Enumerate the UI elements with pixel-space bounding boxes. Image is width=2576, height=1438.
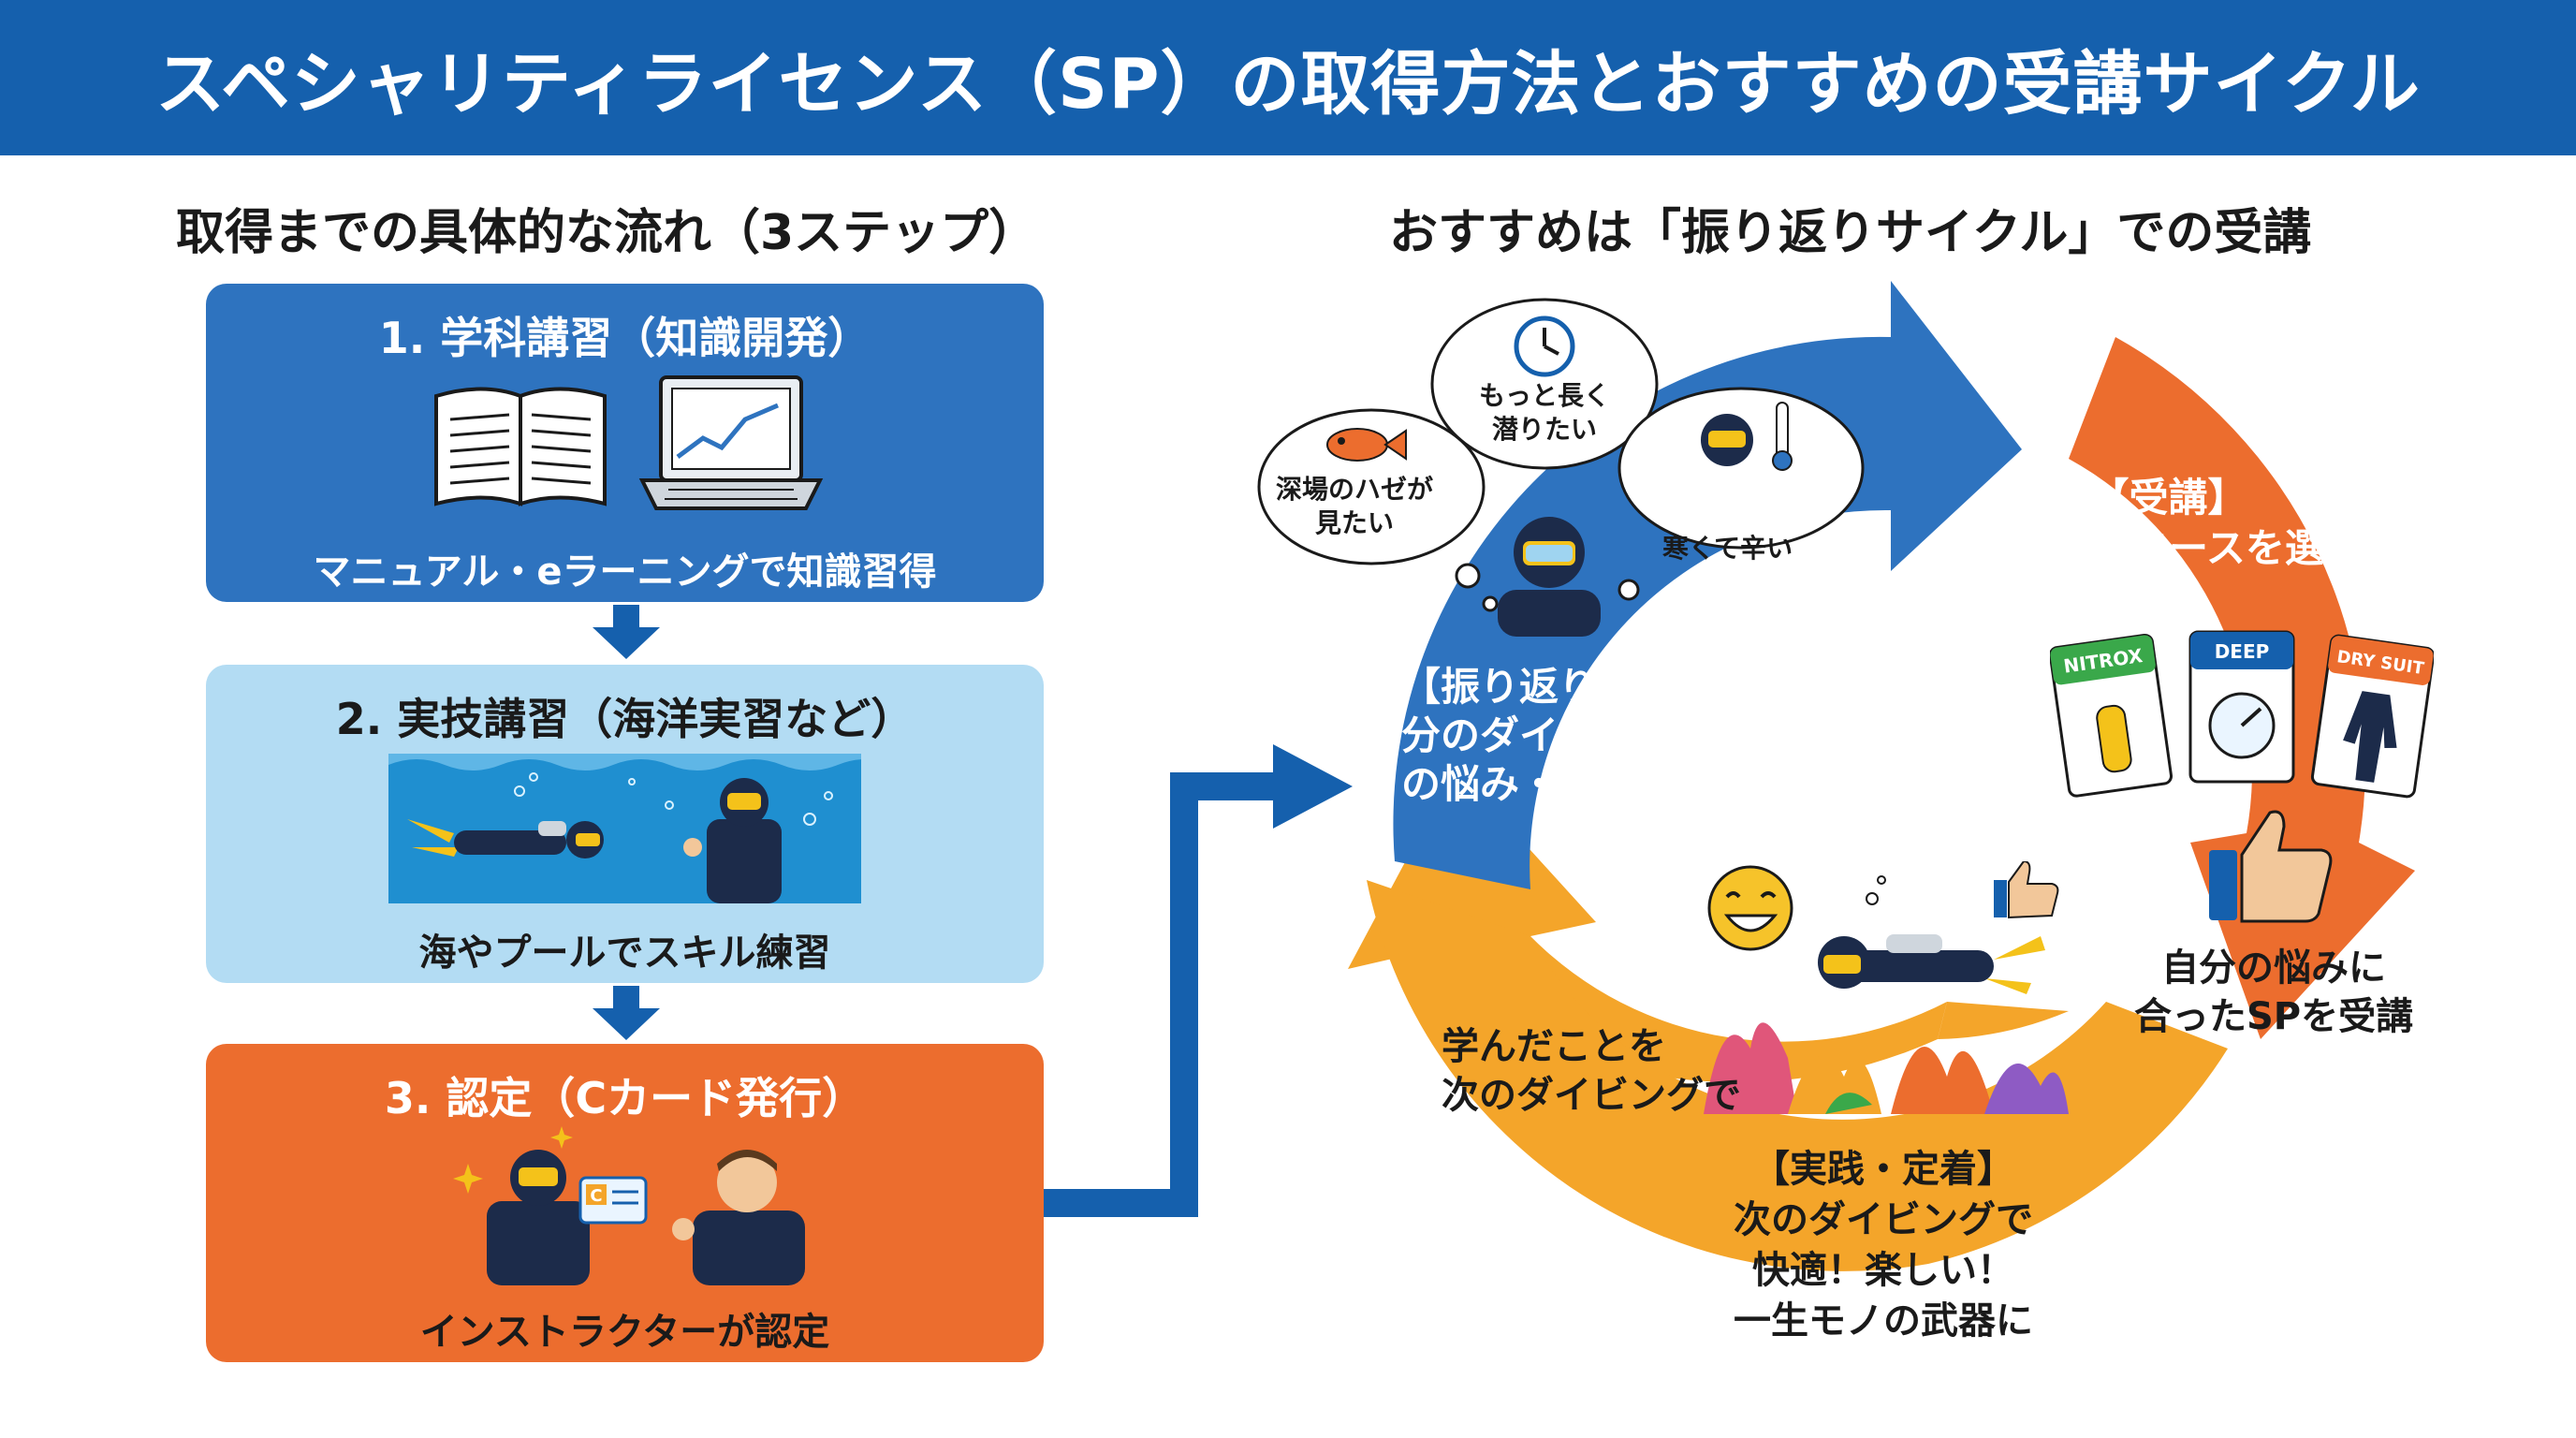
swimming-diver-icon (1818, 875, 2045, 994)
down-arrow-2 (593, 986, 660, 1040)
step-3-title: 3. 認定（Cカード発行） (384, 1073, 866, 1123)
page-title: スペシャリティライセンス（SP）の取得方法とおすすめの受講サイクル (155, 43, 2421, 125)
left-section-title: 取得までの具体的な流れ（3ステップ） (176, 205, 1038, 261)
practice-scene (1704, 861, 2069, 1114)
certification-scene-icon: C (453, 1126, 805, 1285)
step-3-caption: インストラクターが認定 (419, 1311, 830, 1354)
book-laptop-icon (434, 375, 824, 510)
svg-text:DEEP: DEEP (2215, 640, 2270, 663)
right-section-title: おすすめは「振り返りサイクル」での受講 (1389, 205, 2312, 261)
connector-arrow (1044, 744, 1353, 1217)
coral-reef-icon (1704, 1022, 2069, 1114)
thought-bubbles (1257, 298, 1865, 637)
step-2-box: 2. 実技講習（海洋実習など） 海やプールでスキル練習 (206, 665, 1044, 983)
id-card-letter: C (590, 1186, 602, 1206)
fish-icon (1326, 428, 1407, 462)
reflect-label: 【振り返り】 自分のダイビング の悩み・願望 (1362, 664, 1677, 807)
attend-title: 【受講】 必要なSPコースを選択 (1954, 475, 2364, 571)
bubble-cold-text: 寒くて辛い (1662, 533, 1793, 564)
step-3-box: 3. 認定（Cカード発行） C インストラクターが認定 (206, 1044, 1044, 1362)
step-1-caption: マニュアル・eラーニングで知識習得 (313, 550, 937, 594)
cycle-segment-reflect (1393, 281, 2022, 889)
sp-course-cards: NITROX DEEP DRY SUIT (2050, 630, 2434, 799)
card-nitrox: NITROX (2050, 633, 2174, 798)
thinking-diver-icon (1498, 517, 1601, 637)
underwater-scene-icon (388, 754, 861, 903)
smile-emoji-icon (1707, 865, 1793, 951)
clock-icon (1514, 315, 1575, 377)
thumbs-up-icon (2209, 810, 2333, 923)
cold-diver-icon (1701, 402, 1793, 471)
card-drysuit: DRY SUIT (2310, 634, 2434, 799)
attend-body: 自分の悩みに 合ったSPを受講 (2134, 946, 2414, 1038)
small-thumbs-up-icon (1994, 861, 2059, 919)
practice-body: 【実践・定着】 次のダイビングで 快適！楽しい！ 一生モノの武器に (1734, 1148, 2033, 1343)
bubble-clock-text: もっと長く潜りたい (1479, 380, 1611, 445)
bubble-fish-text: 深場のハゼが見たい (1276, 474, 1434, 538)
step-2-caption: 海やプールでスキル練習 (418, 932, 831, 975)
step-1-title: 1. 学科講習（知識開発） (378, 313, 871, 363)
step-2-title: 2. 実技講習（海洋実習など） (335, 694, 915, 744)
practice-side-label: 学んだことを 次のダイビングで (1442, 1025, 1741, 1117)
down-arrow-1 (593, 605, 660, 659)
header-bar: スペシャリティライセンス（SP）の取得方法とおすすめの受講サイクル (0, 0, 2576, 155)
card-deep: DEEP (2188, 630, 2295, 784)
step-1-box: 1. 学科講習（知識開発） マニュアル・eラーニングで知識習得 (206, 284, 1044, 602)
